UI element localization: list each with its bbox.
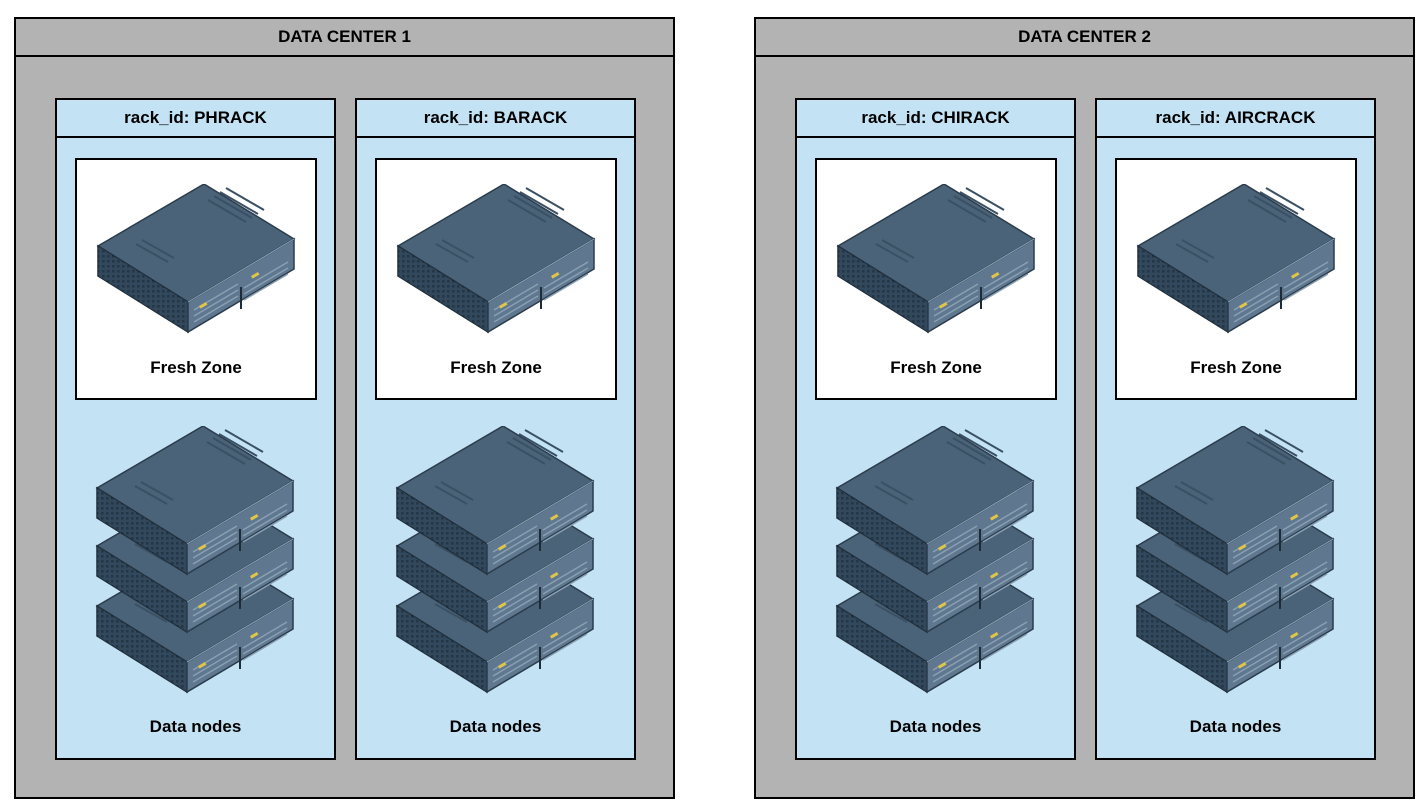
data-nodes-label: Data nodes [889,717,982,736]
server-icon [96,184,296,334]
fresh-zone-label: Fresh Zone [1190,358,1282,377]
rack-aircrack: rack_id: AIRCRACK Fresh Zone Data nodes [1095,98,1376,760]
rack-id-label: rack_id: BARACK [357,100,634,138]
data-center-1: DATA CENTER 1 rack_id: PHRACK Fresh Zone… [14,17,675,799]
server-stack-icon [836,426,1034,693]
fresh-zone-label: Fresh Zone [150,358,242,377]
rack-barack: rack_id: BARACK Fresh Zone Data nodes [355,98,636,760]
data-center-2: DATA CENTER 2 rack_id: CHIRACK Fresh Zon… [754,17,1415,799]
fresh-zone-label: Fresh Zone [890,358,982,377]
server-icon [1136,184,1336,334]
server-icon [836,184,1036,334]
rack-id-label: rack_id: PHRACK [57,100,334,138]
server-icon [396,184,596,334]
fresh-zone: Fresh Zone [375,158,617,400]
data-center-title: DATA CENTER 1 [16,19,673,57]
rack-id-label: rack_id: AIRCRACK [1097,100,1374,138]
fresh-zone: Fresh Zone [815,158,1057,400]
rack-chirack: rack_id: CHIRACK Fresh Zone Data nodes [795,98,1076,760]
fresh-zone-label: Fresh Zone [450,358,542,377]
data-nodes-label: Data nodes [149,717,242,736]
data-nodes-label: Data nodes [1189,717,1282,736]
server-stack-icon [1136,426,1334,693]
data-center-title: DATA CENTER 2 [756,19,1413,57]
data-nodes-label: Data nodes [449,717,542,736]
rack-phrack: rack_id: PHRACK Fresh Zone Data nodes [55,98,336,760]
fresh-zone: Fresh Zone [75,158,317,400]
rack-id-label: rack_id: CHIRACK [797,100,1074,138]
server-stack-icon [396,426,594,693]
server-stack-icon [96,426,294,693]
fresh-zone: Fresh Zone [1115,158,1357,400]
